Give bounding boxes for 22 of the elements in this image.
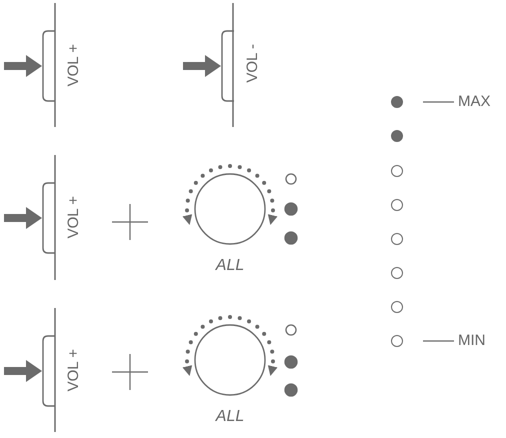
unlit-level-led [391,199,403,211]
press-arrow [4,207,42,229]
button-label: VOL + [66,196,81,238]
lit-level-led [391,96,403,108]
button-label: VOL + [66,44,81,86]
knob-label: ALL [214,408,246,426]
knob-label: ALL [214,257,246,275]
button-label: VOL + [66,349,81,392]
button-label: VOL - [245,44,260,83]
unlit-level-led [391,335,403,347]
press-arrow [183,55,221,77]
unlit-level-led [391,233,403,245]
lit-level-led [391,130,403,142]
unlit-level-led [391,301,403,313]
leader-line [423,101,454,103]
leader-line [423,340,454,342]
level-label: MIN [458,332,486,350]
unlit-level-led [391,267,403,279]
press-arrow [4,55,42,77]
level-label: MAX [458,93,491,111]
press-arrow [4,360,42,382]
unlit-level-led [391,165,403,177]
